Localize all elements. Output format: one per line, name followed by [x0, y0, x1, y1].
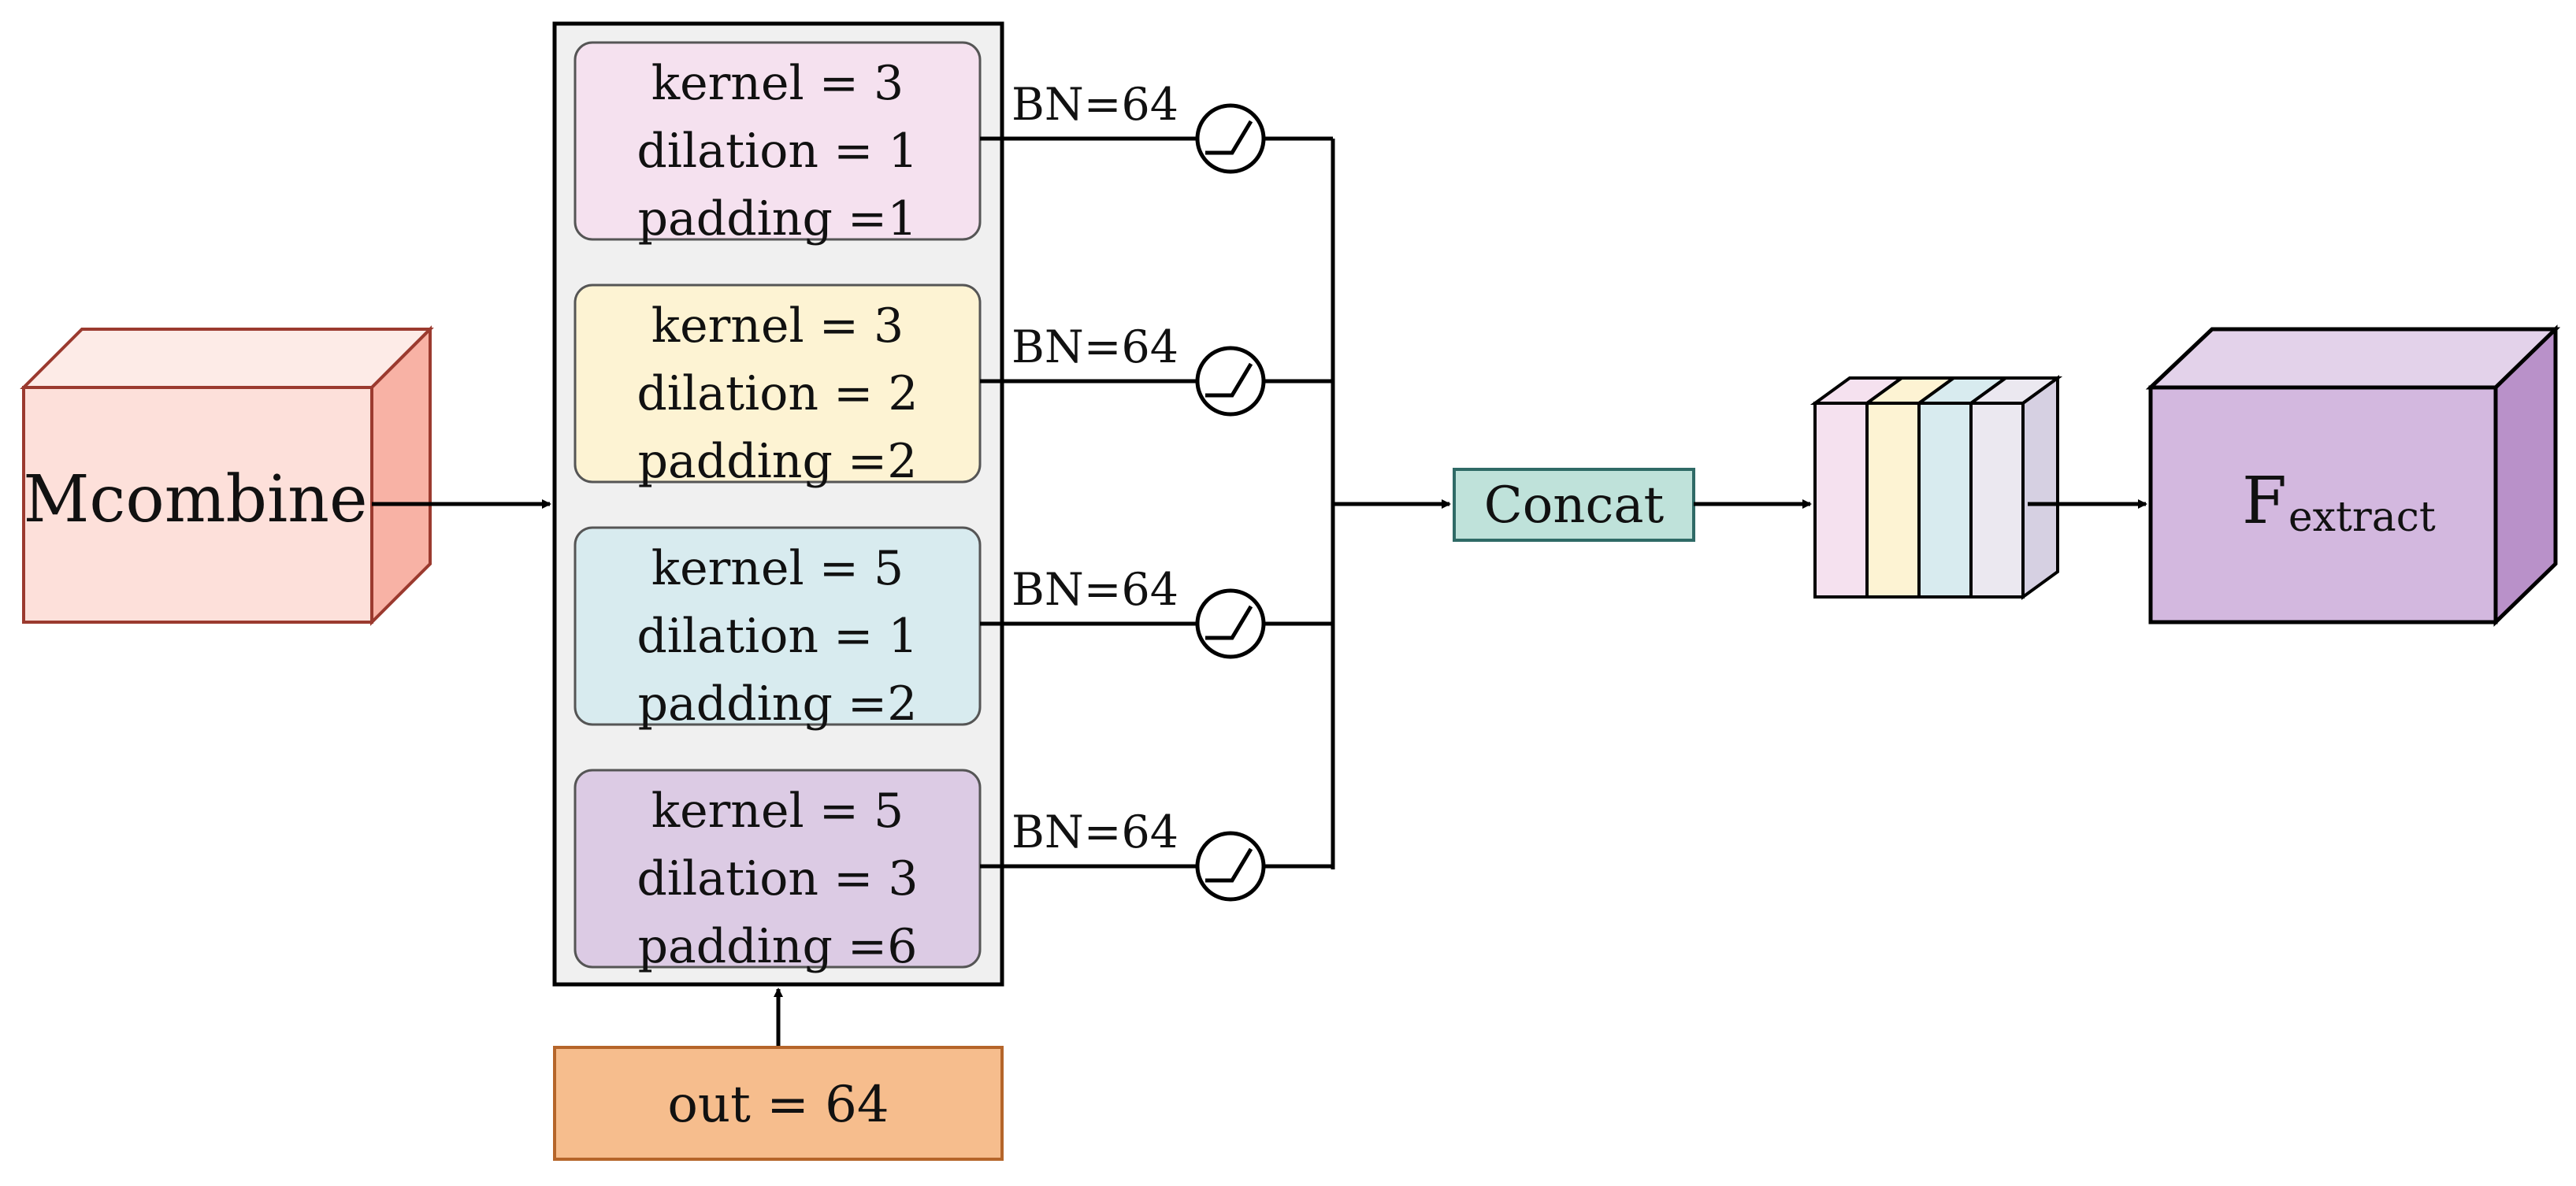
bn-label: BN=64: [1011, 321, 1179, 373]
conv-block-line: padding =2: [638, 676, 918, 732]
output-cube: Fextract: [2145, 324, 2561, 627]
conv-block-line: dilation = 1: [637, 609, 918, 664]
activation-circle: [1195, 831, 1266, 902]
stack-top: [1810, 376, 2063, 405]
concat-box: Concat: [1453, 468, 1695, 542]
bn-label: BN=64: [1011, 564, 1179, 616]
relu-icon: [1205, 120, 1253, 155]
output-label-sub: extract: [2288, 494, 2436, 541]
conv-block-line: kernel = 5: [651, 784, 904, 839]
bn-label: BN=64: [1011, 79, 1179, 131]
conv-block-box: [573, 284, 982, 484]
conv-block: kernel = 3 dilation = 2 padding =2: [573, 284, 982, 489]
output-label-main: F: [2242, 464, 2287, 539]
bn-branch: BN=64: [980, 806, 1333, 902]
conv-block-box: [573, 41, 982, 241]
relu-icon: [1205, 847, 1253, 883]
conv-block-line: padding =2: [638, 434, 918, 489]
stack-slab: [1865, 402, 1921, 599]
input-cube: Mcombine: [20, 325, 434, 626]
concat-label: Concat: [1484, 476, 1665, 535]
bn-branch: BN=64: [980, 79, 1333, 174]
activation-circle: [1195, 103, 1266, 174]
activation-circle: [1195, 346, 1266, 417]
conv-block-line: dilation = 1: [637, 124, 918, 179]
bn-label: BN=64: [1011, 806, 1179, 858]
bn-branch: BN=64: [980, 321, 1333, 417]
stack-slab: [1969, 402, 2025, 599]
relu-icon: [1205, 362, 1253, 398]
out-box: out = 64: [553, 1046, 1004, 1161]
activation-circle: [1195, 588, 1266, 659]
conv-block-line: padding =6: [638, 919, 918, 974]
conv-block-line: kernel = 3: [651, 298, 904, 354]
conv-block: kernel = 5 dilation = 1 padding =2: [573, 526, 982, 732]
output-label: Fextract: [2242, 464, 2436, 541]
conv-block-box: [573, 769, 982, 969]
out-box-label: out = 64: [667, 1076, 889, 1134]
conv-block-line: padding =1: [638, 191, 918, 246]
conv-block-box: [573, 526, 982, 726]
conv-block-line: kernel = 5: [651, 541, 904, 596]
bn-branch: BN=64: [980, 564, 1333, 659]
conv-block: kernel = 5 dilation = 3 padding =6: [573, 769, 982, 974]
stack-slab: [1917, 402, 1973, 599]
feature-stack: [1810, 375, 2063, 600]
conv-block-line: dilation = 2: [637, 366, 918, 421]
conv-block-line: kernel = 3: [651, 56, 904, 111]
stack-slab: [1813, 402, 1869, 599]
stack-side: [2021, 375, 2059, 600]
conv-block: kernel = 3 dilation = 1 padding =1: [573, 41, 982, 246]
input-label: Mcombine: [23, 462, 367, 537]
relu-icon: [1205, 605, 1253, 640]
conv-block-line: dilation = 3: [637, 851, 918, 906]
